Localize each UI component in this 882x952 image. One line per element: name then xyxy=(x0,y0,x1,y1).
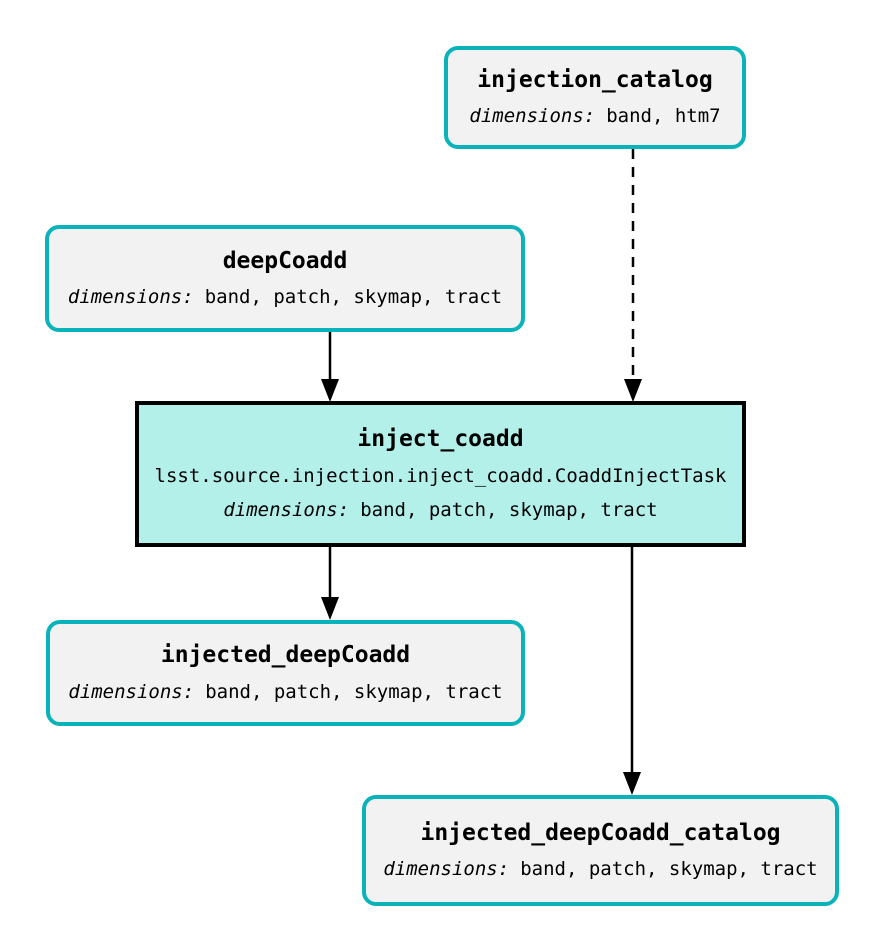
node-dimensions: dimensions: band, patch, skymap, tract xyxy=(68,680,503,703)
node-dimensions: dimensions: band, patch, skymap, tract xyxy=(223,498,658,521)
node-title: deepCoadd xyxy=(222,247,348,274)
edge-inject_coadd-to-injected_deepCoadd_catalog xyxy=(623,547,641,795)
dimensions-label: dimensions: xyxy=(68,680,195,703)
edge-deepCoadd-to-inject_coadd xyxy=(321,332,339,402)
dimensions-value: band, patch, skymap, tract xyxy=(205,680,503,703)
dimensions-value: band, patch, skymap, tract xyxy=(360,498,658,521)
dimensions-label: dimensions: xyxy=(383,858,510,881)
dimensions-value: band, patch, skymap, tract xyxy=(520,858,818,881)
node-title: injection_catalog xyxy=(477,66,713,93)
node-injection-catalog: injection_catalog dimensions: band, htm7 xyxy=(444,46,746,149)
dimensions-label: dimensions: xyxy=(67,286,194,309)
edge-inject_coadd-to-injected_deepCoadd xyxy=(321,547,339,620)
node-dimensions: dimensions: band, patch, skymap, tract xyxy=(383,859,817,880)
node-title: injected_deepCoadd xyxy=(160,642,411,669)
node-title: injected_deepCoadd_catalog xyxy=(420,819,781,846)
task-class-path: lsst.source.injection.inject_coadd.Coadd… xyxy=(154,464,727,487)
node-title: inject_coadd xyxy=(357,426,524,453)
dimensions-value: band, htm7 xyxy=(606,105,721,128)
node-injected-deepCoadd-catalog: injected_deepCoadd_catalog dimensions: ba… xyxy=(362,795,839,906)
dimensions-label: dimensions: xyxy=(223,498,350,521)
edge-injection_catalog-to-inject_coadd xyxy=(624,149,642,402)
node-deepCoadd: deepCoadd dimensions: band, patch, skymap… xyxy=(45,225,525,332)
node-injected-deepCoadd: injected_deepCoadd dimensions: band, patc… xyxy=(46,620,525,726)
node-dimensions: dimensions: band, htm7 xyxy=(469,106,720,127)
dimensions-label: dimensions: xyxy=(469,105,596,128)
dimensions-value: band, patch, skymap, tract xyxy=(204,286,503,309)
node-inject-coadd-task: inject_coadd lsst.source.injection.injec… xyxy=(135,401,746,547)
node-dimensions: dimensions: band, patch, skymap, tract xyxy=(68,287,502,308)
